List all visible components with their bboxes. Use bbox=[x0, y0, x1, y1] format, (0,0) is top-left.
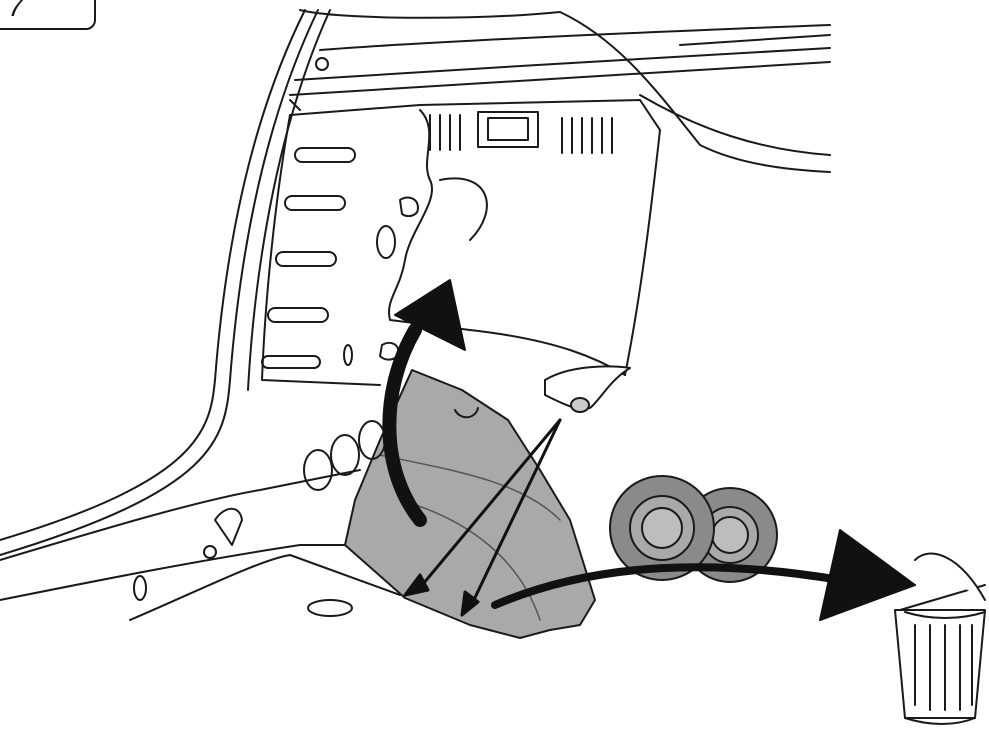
fastener-clip bbox=[545, 366, 630, 412]
side-lining bbox=[389, 110, 660, 375]
step-badge: 7 bbox=[0, 0, 96, 30]
roof-trim bbox=[290, 10, 830, 172]
body-pillar bbox=[0, 10, 330, 555]
step-number: 7 bbox=[8, 0, 24, 22]
